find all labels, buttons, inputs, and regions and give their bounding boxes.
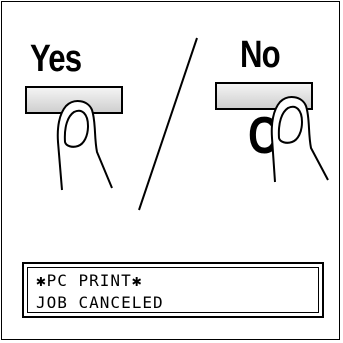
lcd-screen: ✱PC PRINT✱ JOB CANCELED [27,267,319,313]
lcd-line-2: JOB CANCELED [36,292,310,314]
illustration-frame: Yes No C ✱PC PRINT✱ JOB CANCELED [1,1,340,340]
lcd-line-1: ✱PC PRINT✱ [36,270,310,292]
lcd-display: ✱PC PRINT✱ JOB CANCELED [22,262,324,318]
divider-slash [139,38,197,210]
